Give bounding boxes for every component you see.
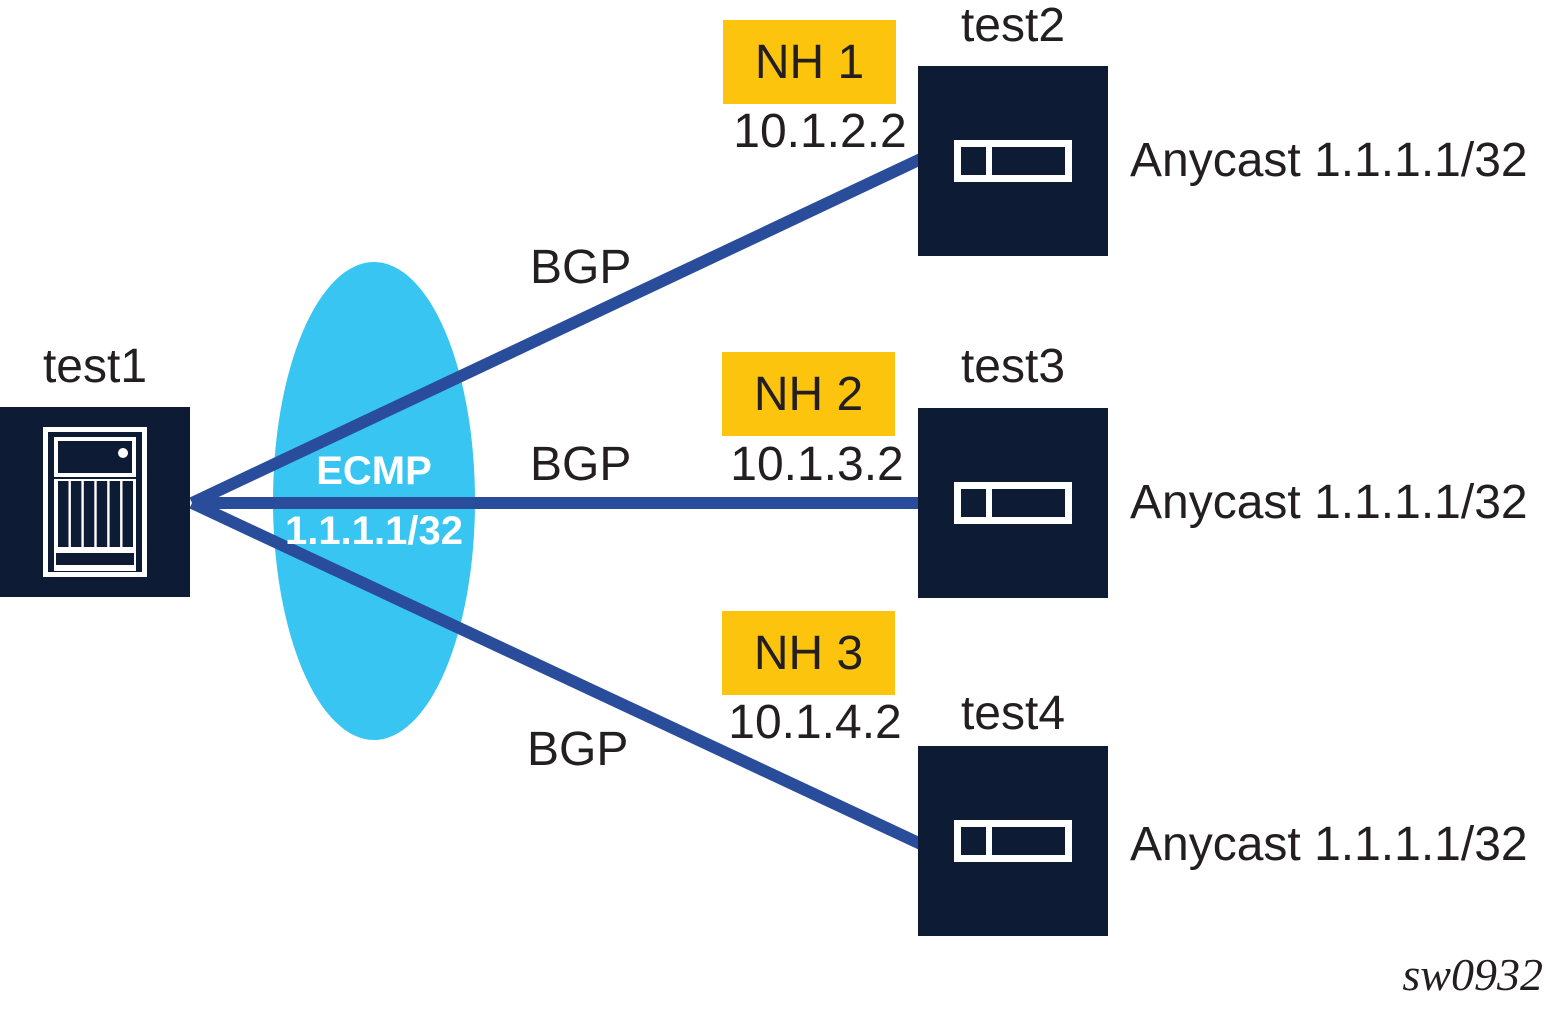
line-card-icon xyxy=(954,482,1072,524)
nexthop-ip-1: 10.1.2.2 xyxy=(733,105,907,158)
nexthop-ip-3: 10.1.4.2 xyxy=(728,696,902,749)
node-test4 xyxy=(918,746,1108,936)
figure-id-watermark: sw0932 xyxy=(1402,949,1543,1000)
ecmp-prefix: 1.1.1.1/32 xyxy=(285,509,463,553)
node-test1 xyxy=(0,407,190,597)
ecmp-label: ECMP xyxy=(316,449,432,493)
node-label-test3: test3 xyxy=(960,340,1066,393)
nexthop-chip-1: NH 1 xyxy=(723,20,896,104)
bgp-link-line-1 xyxy=(189,151,928,509)
bgp-label-3: BGP xyxy=(527,723,629,776)
line-card-icon xyxy=(954,140,1072,182)
nexthop-chip-3: NH 3 xyxy=(722,611,895,695)
node-label-test2: test2 xyxy=(960,0,1066,52)
line-card-icon xyxy=(954,820,1072,862)
bgp-label-2: BGP xyxy=(530,438,632,491)
nexthop-ip-2: 10.1.3.2 xyxy=(730,438,904,491)
anycast-label-1: Anycast 1.1.1.1/32 xyxy=(1130,134,1528,187)
router-chassis-icon xyxy=(43,427,147,577)
anycast-label-2: Anycast 1.1.1.1/32 xyxy=(1130,476,1528,529)
node-test3 xyxy=(918,408,1108,598)
anycast-label-3: Anycast 1.1.1.1/32 xyxy=(1130,818,1528,871)
node-label-test1: test1 xyxy=(42,340,148,393)
bgp-link-line-3 xyxy=(189,497,928,852)
node-test2 xyxy=(918,66,1108,256)
node-label-test4: test4 xyxy=(960,687,1066,740)
nexthop-chip-2: NH 2 xyxy=(722,352,895,436)
bgp-label-1: BGP xyxy=(530,241,632,294)
